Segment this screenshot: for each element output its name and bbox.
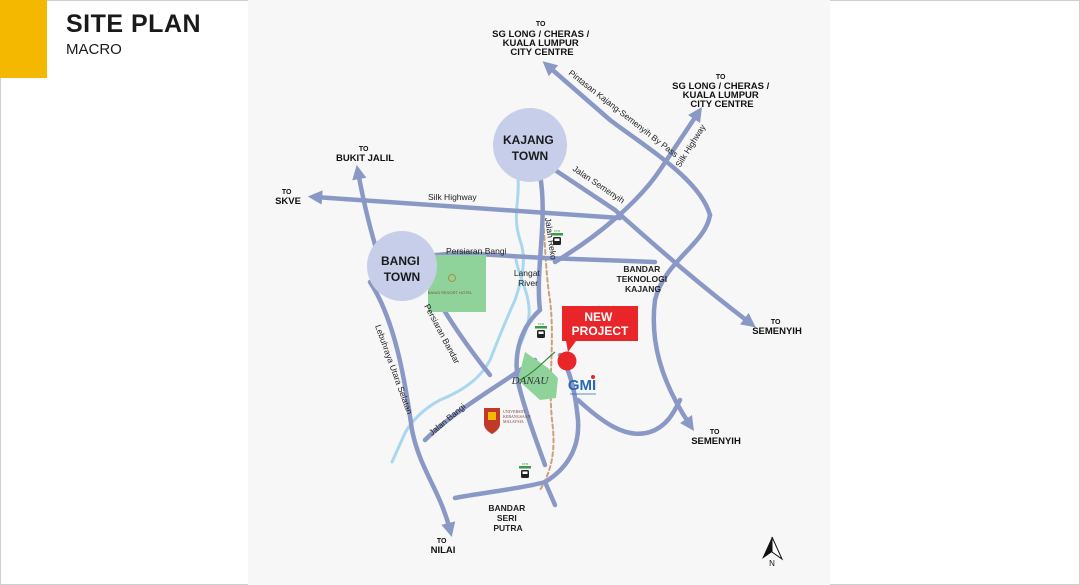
svg-text:KTM: KTM [538,322,545,326]
bypass-south [651,212,713,431]
bangi-resort-label: BANGI RESORT HOTEL [428,290,473,295]
ktm-station-icon: KTM [535,322,547,338]
accent-bar [0,0,47,78]
langat-river [390,176,525,464]
persiaran-bangi-label: Persiaran Bangi [446,246,507,256]
danau-logo-text: DANAU [511,375,550,387]
new-project-box [562,306,638,341]
dest-nilai: TO NILAI [431,535,456,556]
road-to-seri-putra [542,479,558,508]
svg-text:KTM: KTM [554,229,561,233]
dest-bukit-jalil: TO BUKIT JALIL [336,143,394,164]
bandar-teknologi-label: BANDAR TEKNOLOGI KAJANG [617,264,670,294]
kajang-town-label: KAJANG TOWN [503,133,557,163]
ukm-logo-text: UNIVERSITI KEBANGSAAN MALAYSIA [503,409,532,424]
bangi-resort-area [428,255,486,312]
ukm-loop-road [514,307,548,468]
dest-semenyih-2: TO SEMENYIH [691,426,741,447]
ktm-station-icon: KTM [519,462,531,478]
kajang-semenyih-bypass [542,61,713,218]
silk-highway-west-label: Silk Highway [428,192,477,202]
gmi-logo-dot [591,375,595,379]
bangi-resort-logo [448,274,456,282]
north-arrow-icon [762,536,784,561]
seri-putra-road [452,352,581,501]
silk-highway-ne [552,107,702,265]
gmi-road-east [575,397,683,436]
new-project-location-dot [557,351,577,371]
dest-kl-top-center: TO SG LONG / CHERAS / KUALA LUMPUR CITY … [492,18,592,58]
page-subtitle: MACRO [66,41,122,58]
bandar-seri-putra-label: BANDAR SERI PUTRA [488,503,527,533]
ukm-logo: UNIVERSITI KEBANGSAAN MALAYSIA [484,408,532,434]
bypass-label: Pintasan Kajang-Semenyih By Pass [567,68,680,160]
gmi-logo-text: GMI [568,377,596,394]
danau-logo-swoosh [519,351,556,381]
langat-river-label: Langat River [514,268,542,288]
danau-green-area [518,352,558,400]
ktm-rail-line [539,179,555,491]
page-title: SITE PLAN [66,10,202,38]
dest-skve: TO SKVE [275,186,301,207]
dest-kl-top-right: TO SG LONG / CHERAS / KUALA LUMPUR CITY … [672,71,772,110]
kajang-town-circle [493,108,567,182]
bangi-town-circle [367,231,437,301]
jalan-bangi-label: Jalan Bangi [427,401,468,437]
bangi-town-label: BANGI TOWN [381,254,423,284]
new-project-pointer [566,341,576,352]
lebuhraya-utara-selatan [367,279,456,537]
dest-semenyih-1: TO SEMENYIH [752,316,802,337]
jalan-semenyih [537,157,756,328]
compass-label: N [769,559,775,568]
ktm-station-icon: KTM [551,229,563,245]
svg-text:KTM: KTM [522,462,529,466]
jalan-reko [536,172,545,313]
new-project-label: NEW PROJECT [572,310,629,338]
